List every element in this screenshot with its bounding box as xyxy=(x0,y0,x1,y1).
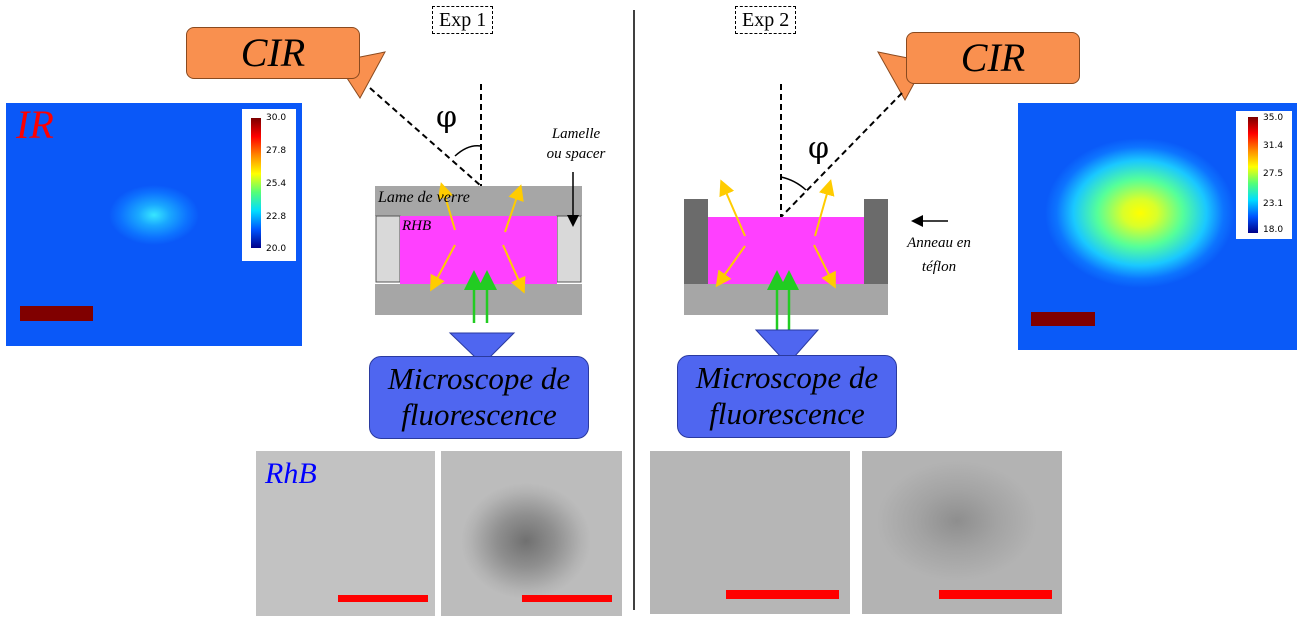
ir-image-exp1: IR 30.0 27.8 25.4 22.8 20.0 xyxy=(6,103,302,346)
emission-arrow xyxy=(504,184,524,233)
exp2-label: Exp 2 xyxy=(735,6,797,34)
scale-bar-rhb xyxy=(522,595,612,602)
exp1-label: Exp 1 xyxy=(432,6,494,34)
objective-exp2 xyxy=(754,329,820,357)
angle-arc-exp2 xyxy=(780,176,807,191)
microscope-line1: Microscope de xyxy=(695,360,879,395)
objective-exp1 xyxy=(448,332,516,359)
cir-source-exp2: CIR xyxy=(906,32,1080,84)
colorbar-tick: 27.8 xyxy=(266,146,287,156)
angle-phi-exp2: φ xyxy=(808,131,830,166)
spacer-label-line2: ou spacer xyxy=(546,146,606,162)
sample-exp2 xyxy=(708,217,864,284)
scale-bar-rhb xyxy=(939,590,1052,599)
glass-slide-label: Lame de verre xyxy=(378,189,470,206)
colorbar-tick: 22.8 xyxy=(266,212,287,222)
rhb-image-exp1-before: RhB xyxy=(256,451,435,616)
rhb-image-exp2-before xyxy=(650,451,850,614)
ring-label-line1: Anneau en xyxy=(907,235,971,251)
colorbar-tick: 35.0 xyxy=(1263,113,1284,123)
emission-arrow xyxy=(715,245,746,288)
rhb-image-exp1-after xyxy=(441,451,622,616)
cir-source-exp1: CIR xyxy=(186,27,360,79)
colorbar-tick: 20.0 xyxy=(266,244,287,254)
colorbar-panel-exp1: 30.0 27.8 25.4 22.8 20.0 xyxy=(242,109,296,261)
microscope-box-exp2: Microscope de fluorescence xyxy=(677,355,897,438)
scale-bar-rhb xyxy=(726,590,839,599)
colorbar-tick: 18.0 xyxy=(1263,225,1284,235)
microscope-line1: Microscope de xyxy=(387,361,571,396)
microscope-box-exp1: Microscope de fluorescence xyxy=(369,356,589,439)
scale-bar-ir-exp1 xyxy=(20,306,93,321)
sample-label: RHB xyxy=(402,218,432,234)
colorbar-exp2 xyxy=(1248,117,1258,233)
microscope-line2: fluorescence xyxy=(401,397,557,432)
angle-arc-exp1 xyxy=(454,144,482,157)
glass-bottom-exp2 xyxy=(684,284,888,315)
emission-arrow xyxy=(430,244,456,292)
teflon-left-exp2 xyxy=(684,199,708,284)
glass-bottom-exp1 xyxy=(375,284,582,315)
spacer-right-exp1 xyxy=(556,215,582,283)
colorbar-tick: 27.5 xyxy=(1263,169,1284,179)
emission-arrow xyxy=(502,244,526,294)
colorbar-tick: 30.0 xyxy=(266,113,287,123)
emission-arrow xyxy=(719,179,746,237)
beam-exp2 xyxy=(780,92,903,218)
rhb-image-exp2-after xyxy=(862,451,1062,614)
colorbar-exp1 xyxy=(251,118,261,248)
microscope-line2: fluorescence xyxy=(709,396,865,431)
ir-title: IR xyxy=(16,103,54,147)
emission-arrow xyxy=(437,182,456,231)
teflon-right-exp2 xyxy=(864,199,888,284)
scale-bar-ir-exp2 xyxy=(1031,312,1095,326)
emission-arrow xyxy=(813,244,836,289)
glass-top-exp1 xyxy=(375,186,582,216)
colorbar-panel-exp2: 35.0 31.4 27.5 23.1 18.0 xyxy=(1236,111,1292,239)
emission-arrow xyxy=(814,179,835,237)
ring-label-line2: téflon xyxy=(921,259,957,275)
spacer-label-line1: Lamelle xyxy=(551,126,601,142)
colorbar-tick: 31.4 xyxy=(1263,141,1284,151)
colorbar-tick: 25.4 xyxy=(266,179,287,189)
scale-bar-rhb xyxy=(338,595,428,602)
spacer-left-exp1 xyxy=(375,215,401,283)
ir-image-exp2: 35.0 31.4 27.5 23.1 18.0 xyxy=(1018,103,1297,350)
angle-phi-exp1: φ xyxy=(436,100,458,135)
colorbar-tick: 23.1 xyxy=(1263,199,1284,209)
beam-exp1 xyxy=(369,87,482,187)
rhb-title: RhB xyxy=(265,457,317,490)
